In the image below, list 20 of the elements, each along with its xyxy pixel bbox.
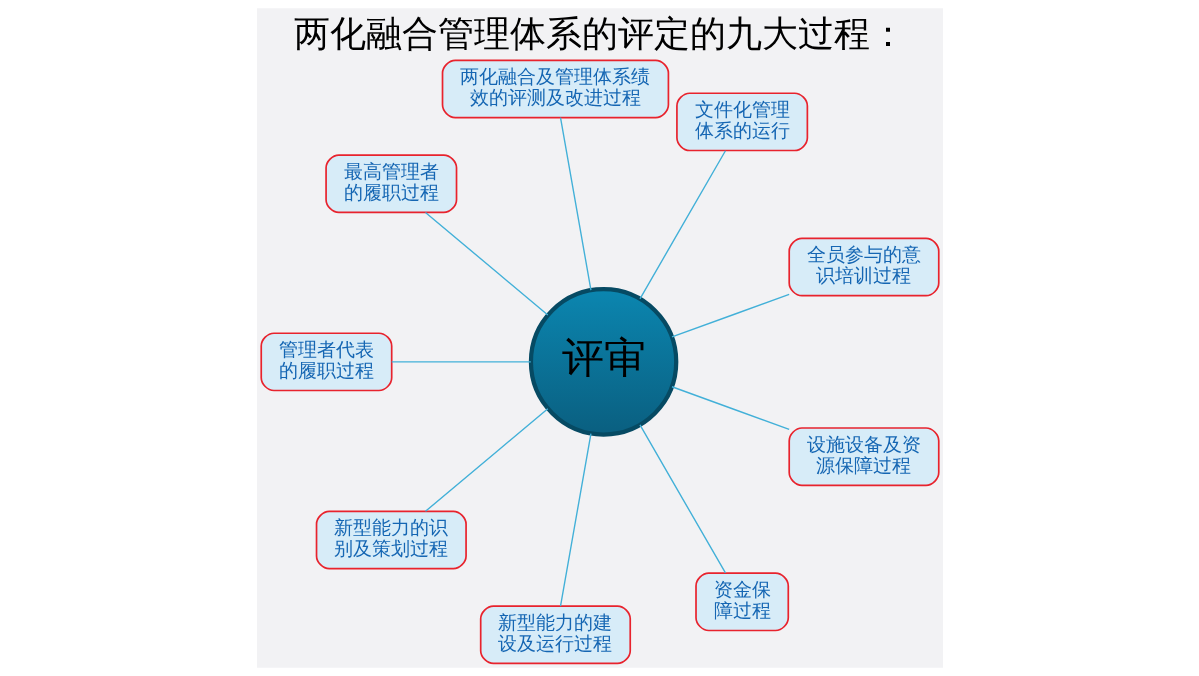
connector — [390, 361, 531, 363]
connector — [559, 116, 592, 291]
connector — [559, 432, 592, 607]
connector — [638, 424, 726, 574]
node-box: 最高管理者的履职过程 — [324, 154, 457, 214]
node-box: 管理者代表的履职过程 — [259, 332, 393, 392]
node-box: 设施设备及资源保障过程 — [787, 427, 940, 487]
node-circle: 评审 — [528, 287, 678, 437]
node-box: 文件化管理体系的运行 — [675, 92, 808, 152]
node-box: 全员参与的意识培训过程 — [787, 237, 940, 297]
connector — [424, 211, 548, 316]
connector — [424, 408, 548, 512]
node-box: 新型能力的识别及策划过程 — [315, 510, 467, 570]
node-box: 新型能力的建设及运行过程 — [479, 605, 631, 665]
node-box: 资金保障过程 — [694, 572, 789, 632]
connector — [638, 150, 726, 300]
connector — [670, 293, 790, 338]
connector — [670, 386, 790, 431]
node-box: 两化融合及管理体系绩效的评测及改进过程 — [441, 59, 669, 119]
diagram-title: 两化融合管理体系的评定的九大过程： — [293, 12, 906, 55]
